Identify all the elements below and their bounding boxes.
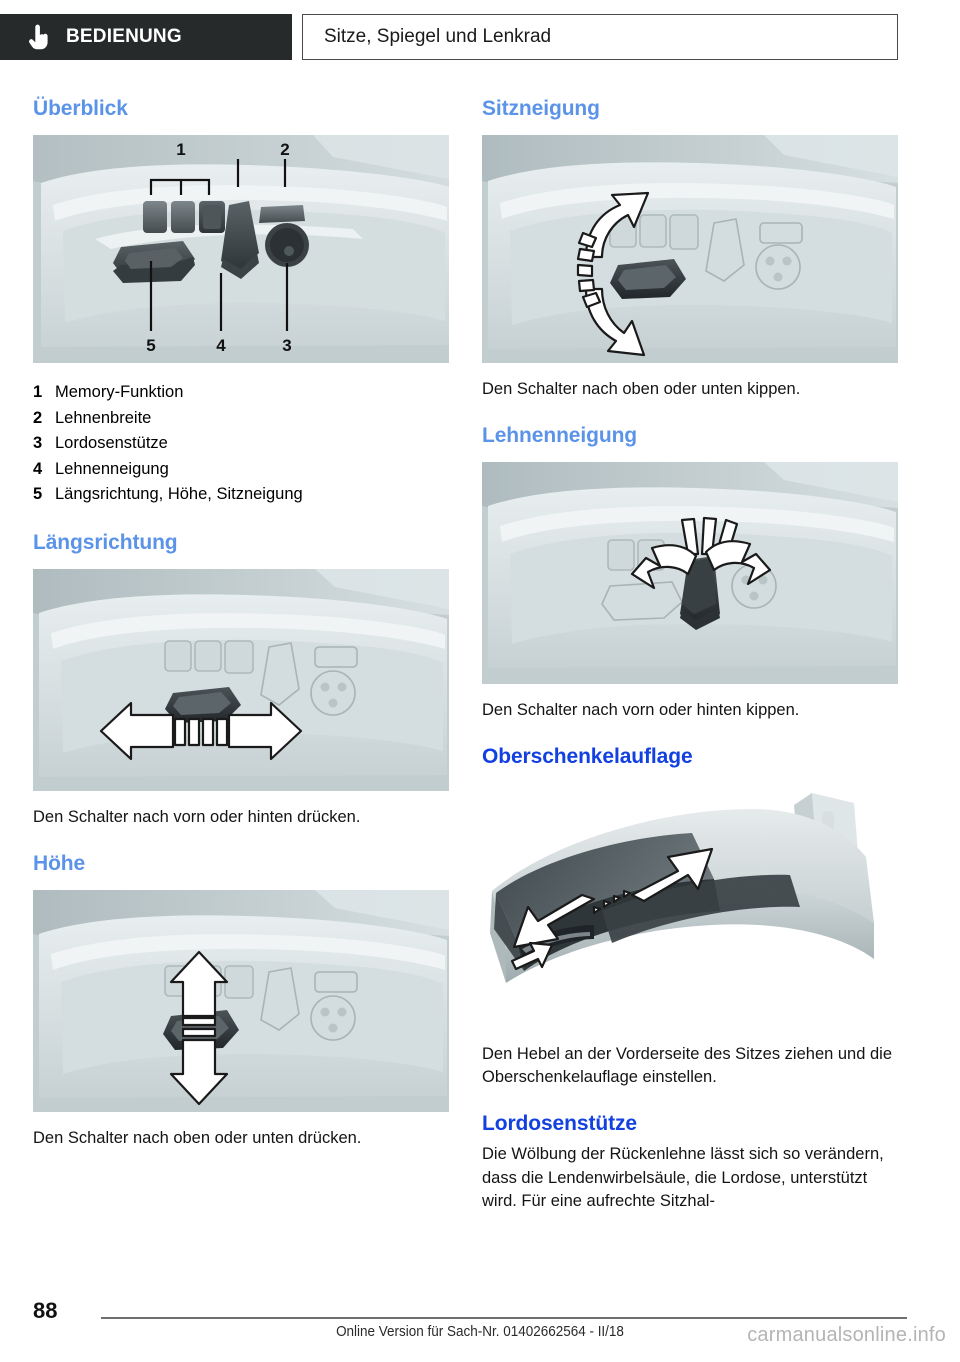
heading-lehnenneigung: Lehnenneigung	[482, 424, 638, 447]
legend-label: Längsrichtung, Höhe, Sitzneigung	[55, 485, 303, 503]
seat-tilt-adjust-figure	[482, 135, 898, 363]
left-column: Überblick	[33, 96, 449, 1150]
section-tab[interactable]: Sitze, Spiegel und Lenkrad	[302, 14, 898, 60]
page-number: 88	[33, 1298, 58, 1323]
backrest-tilt-adjust-figure	[482, 462, 898, 684]
pointing-hand-icon	[29, 24, 48, 50]
lumbar-support-body: Die Wölbung der Rückenlehne lässt sich s…	[482, 1145, 884, 1210]
legend-number: 3	[33, 434, 43, 452]
heading-sitzneigung: Sitzneigung	[482, 97, 600, 120]
heading-laengsrichtung: Längsrichtung	[33, 530, 178, 554]
list-item: 3 Lordosenstütze	[33, 431, 449, 457]
legend-label: Memory-Funktion	[55, 383, 184, 401]
list-item: 1 Memory-Funktion	[33, 380, 449, 406]
seat-height-adjust-figure	[33, 889, 449, 1112]
svg-text:4: 4	[216, 336, 226, 355]
svg-text:3: 3	[282, 336, 291, 355]
right-column: Sitzneigung	[482, 96, 898, 1214]
legend-number: 1	[33, 383, 43, 401]
list-item: 5 Längsrichtung, Höhe, Sitzneigung	[33, 482, 449, 508]
chapter-tab[interactable]: BEDIENUNG	[0, 14, 292, 60]
overview-legend-list: 1 Memory-Funktion 2 Lehnenbreite 3 Lordo…	[33, 380, 449, 508]
page-footer: 88 Online Version für Sach-Nr. 014026625…	[0, 1282, 960, 1362]
longitudinal-caption: Den Schalter nach vorn oder hinten drück…	[33, 807, 361, 826]
legend-number: 5	[33, 485, 43, 503]
list-item: 4 Lehnenneigung	[33, 457, 449, 483]
list-item: 2 Lehnenbreite	[33, 406, 449, 432]
legend-number: 4	[33, 459, 43, 478]
seat-longitudinal-adjust-figure	[33, 568, 449, 791]
seat-control-panel-overview-figure: 1 2 3 4 5	[33, 135, 449, 363]
heading-hoehe: Höhe	[33, 851, 86, 875]
thigh-support-caption: Den Hebel an der Vorderseite des Sitzes …	[482, 1045, 893, 1086]
heading-ueberblick: Überblick	[33, 97, 128, 120]
svg-text:2: 2	[280, 140, 289, 159]
legend-label: Lehnenbreite	[55, 408, 152, 427]
footer-note: Online Version für Sach-Nr. 01402662564 …	[336, 1324, 624, 1340]
svg-text:5: 5	[146, 336, 155, 355]
legend-number: 2	[33, 408, 43, 427]
seat-tilt-caption: Den Schalter nach oben oder unten kippen…	[482, 380, 801, 398]
footer-divider	[101, 1317, 907, 1319]
legend-label: Lehnenneigung	[55, 459, 169, 478]
svg-text:1: 1	[176, 140, 185, 159]
watermark: carmanualsonline.info	[747, 1324, 946, 1346]
thigh-support-adjust-figure	[482, 783, 898, 1028]
heading-lordosenstuetze: Lordosenstütze	[482, 1112, 637, 1135]
section-label: Sitze, Spiegel und Lenkrad	[324, 26, 552, 47]
page-header: BEDIENUNG Sitze, Spiegel und Lenkrad	[0, 14, 960, 60]
height-caption: Den Schalter nach oben oder unten drücke…	[33, 1128, 362, 1147]
heading-oberschenkelauflage: Oberschenkelauflage	[482, 745, 693, 768]
backrest-tilt-caption: Den Schalter nach vorn oder hinten kippe…	[482, 701, 800, 719]
legend-label: Lordosenstütze	[55, 434, 168, 452]
chapter-label: BEDIENUNG	[66, 26, 182, 47]
